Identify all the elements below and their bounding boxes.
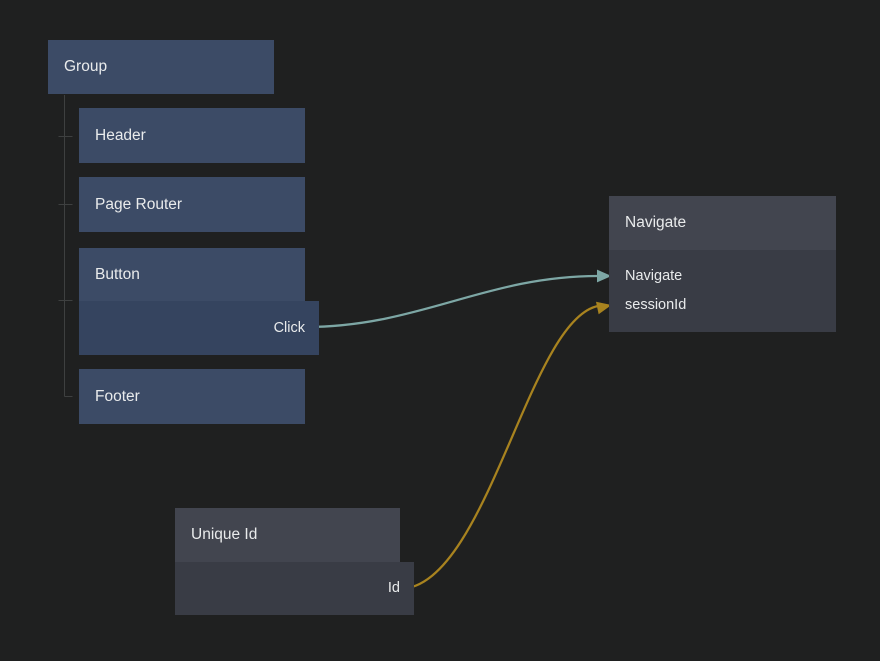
- click-output-label: Click: [79, 301, 319, 355]
- sessionid-input-arrow-icon[interactable]: [595, 299, 613, 315]
- navigate-input-label: Navigate: [625, 268, 683, 284]
- node-footer[interactable]: Footer: [79, 369, 305, 424]
- node-unique-id[interactable]: Unique Id Id: [175, 508, 414, 615]
- node-button[interactable]: Button Click: [79, 248, 319, 355]
- wire-click-to-navigate[interactable]: [304, 274, 599, 329]
- sessionid-input-label: sessionId: [625, 297, 687, 313]
- wire-id-to-sessionid[interactable]: [398, 304, 599, 591]
- node-page-router[interactable]: Page Router: [79, 177, 305, 232]
- node-button-title: Button: [79, 248, 305, 301]
- node-page-router-title: Page Router: [79, 177, 305, 232]
- navigate-input-arrow-icon[interactable]: [597, 269, 612, 283]
- node-group[interactable]: Group: [48, 40, 274, 94]
- id-output-label: Id: [175, 562, 414, 615]
- node-header[interactable]: Header: [79, 108, 305, 163]
- node-footer-title: Footer: [79, 369, 305, 424]
- group-tree-connector: [58, 95, 73, 397]
- node-navigate[interactable]: Navigate Navigate sessionId: [609, 196, 836, 332]
- node-unique-id-title: Unique Id: [175, 508, 400, 562]
- node-navigate-title: Navigate: [609, 196, 836, 250]
- node-header-title: Header: [79, 108, 305, 163]
- node-group-title: Group: [48, 40, 274, 94]
